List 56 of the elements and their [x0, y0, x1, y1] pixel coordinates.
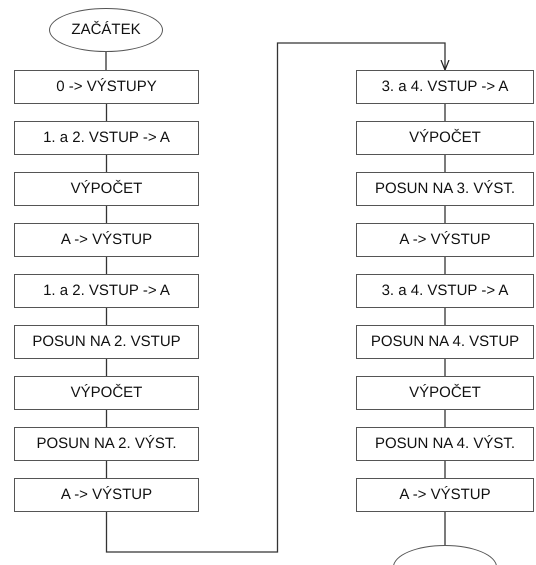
connector-line	[444, 155, 446, 172]
box-label: A -> VÝSTUP	[60, 230, 152, 250]
process-box	[14, 325, 199, 359]
process-box	[14, 121, 199, 155]
process-box	[356, 478, 534, 512]
process-box	[14, 223, 199, 257]
connector-line	[106, 359, 108, 376]
connector-line	[105, 52, 107, 70]
connector-line	[106, 206, 108, 223]
process-box	[14, 70, 199, 104]
box-label: ZAČÁTEK	[71, 20, 141, 40]
connector-line	[106, 257, 108, 274]
box-label: POSUN NA 2. VÝST.	[36, 434, 177, 454]
box-label: VÝPOČET	[409, 128, 481, 148]
connector-line	[444, 257, 446, 274]
connector-line	[106, 104, 108, 121]
box-label: 3. a 4. VSTUP -> A	[382, 76, 508, 97]
connector-line	[444, 206, 446, 223]
process-box	[356, 274, 534, 308]
process-box	[356, 376, 534, 410]
connector-line	[444, 512, 446, 545]
box-label: POSUN NA 4. VÝST.	[374, 434, 516, 454]
connector-line	[444, 461, 446, 478]
connector-line	[106, 461, 108, 478]
box-label: POSUN NA 2. VSTUP	[32, 332, 181, 352]
process-box	[356, 223, 534, 257]
box-label: VÝPOČET	[70, 382, 142, 403]
process-box	[14, 427, 199, 461]
process-box	[14, 376, 199, 410]
arrow	[106, 42, 450, 553]
box-label: A -> VÝSTUP	[60, 484, 152, 505]
process-box	[14, 274, 199, 308]
connector-line	[106, 410, 108, 427]
connector-line	[444, 359, 446, 376]
box-label: A -> VÝSTUP	[399, 230, 491, 250]
process-box	[356, 427, 534, 461]
process-box	[356, 70, 534, 104]
process-box	[356, 325, 534, 359]
connector-line	[106, 308, 108, 325]
box-label: POSUN NA 3. VÝST.	[374, 178, 516, 199]
box-label: A -> VÝSTUP	[399, 484, 491, 505]
box-label: VÝPOČET	[70, 178, 142, 199]
process-box	[356, 172, 534, 206]
box-label: 0 -> VÝSTUPY	[56, 76, 157, 97]
connector-line	[444, 410, 446, 427]
connector-line	[106, 155, 108, 172]
process-box	[14, 478, 199, 512]
box-label: 1. a 2. VSTUP -> A	[43, 280, 170, 301]
process-box	[356, 121, 534, 155]
box-label: POSUN NA 4. VSTUP	[370, 332, 520, 352]
connector-line	[444, 308, 446, 325]
process-box	[14, 172, 199, 206]
connector-line	[444, 104, 446, 121]
box-label: VÝPOČET	[409, 382, 481, 403]
box-label: 3. a 4. VSTUP -> A	[382, 280, 508, 301]
box-label: 1. a 2. VSTUP -> A	[43, 128, 170, 148]
